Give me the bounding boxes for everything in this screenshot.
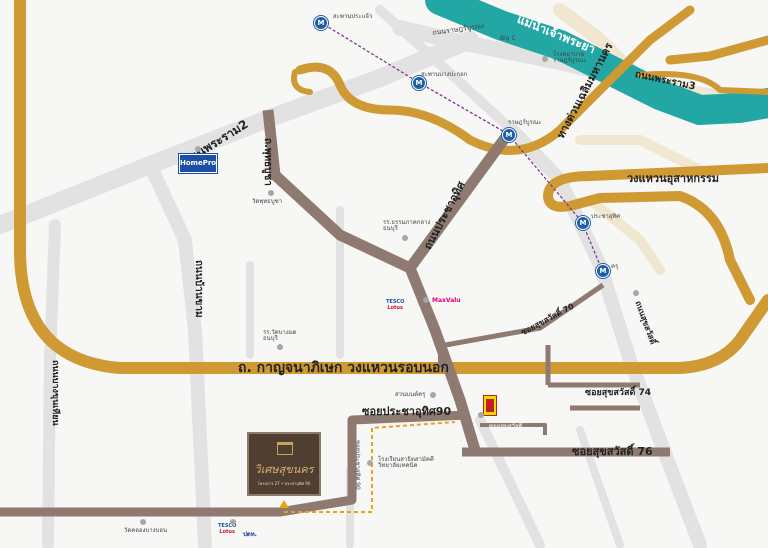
soi-label-vertical: ซอยประชาอุทิศ 90: [354, 440, 361, 490]
route-arrow-icon: [279, 500, 289, 508]
ban-kham-label: ถนนบ้านขาม: [193, 260, 204, 318]
project-location-box[interactable]: วิเศษสุขนคร โครงการ 27 • ประชาอุทิศ 90: [247, 432, 321, 496]
building-icon: [277, 442, 293, 455]
minor-road-d: [475, 415, 545, 548]
mrt-station-5-label: ครุ: [611, 263, 619, 270]
route-to-project: [284, 421, 456, 513]
homepro-dot: [195, 146, 201, 152]
mrt-station-1[interactable]: M: [314, 16, 328, 30]
soi-suksawat-74-road: [545, 345, 640, 411]
ban-kham-road: [143, 158, 212, 548]
mrt-station-2[interactable]: M: [412, 76, 426, 90]
hospital-label: โรงพยาบาล ราษฎร์บูรณะ: [553, 51, 587, 64]
mrt-station-4-label: ประชาอุทิศ: [591, 213, 621, 220]
school4-dot: [367, 460, 373, 466]
mrt-station-1-label: สะพานประแจ้ว: [333, 13, 373, 20]
seven-eleven-logo[interactable]: 7: [483, 395, 497, 416]
outer-ring-road: [14, 0, 768, 374]
phutthabucha-label: ถ.พุทธบูชา: [262, 138, 273, 186]
school4-label: โรงเรียนสาธิตสามัคคี วิทยาลัยเทคนิค: [378, 456, 434, 469]
maxvalu-logo[interactable]: MaxValu: [432, 297, 461, 304]
soi-suksawat-74-label: ซอยสุขสวัสดิ์ 74: [585, 388, 651, 398]
soi-suksawat-76-label: ซอยสุขสวัสดิ์ 76: [572, 445, 653, 458]
soi-pracha-uthit-90-label: ซอยประชาอุทิศ90: [362, 405, 452, 418]
project-subtitle: โครงการ 27 • ประชาอุทิศ 90: [257, 481, 311, 486]
soi-pracha-uthit-90-road: [0, 410, 469, 517]
ptt-logo[interactable]: ปตท.: [243, 531, 257, 538]
tesco-dot: [423, 297, 429, 303]
expressway-ramp: [291, 69, 313, 95]
wat-klong-dot: [140, 519, 146, 525]
mrt-station-5[interactable]: M: [596, 264, 610, 278]
suksawat-road: [503, 121, 707, 548]
mrt-station-3-label: ราษฎร์บูรณะ: [508, 119, 542, 126]
phutthabucha-road: [262, 109, 413, 273]
wat-dot: [268, 190, 274, 196]
industrial-ring-label: วงแหวนอุสาหกรรม: [627, 172, 720, 185]
tesco-2-dot: [230, 519, 236, 525]
mrt-station-3[interactable]: M: [502, 128, 516, 142]
mrt-purple-line: [319, 21, 603, 271]
minor-road-c: [375, 5, 515, 133]
homepro-logo[interactable]: HomePro: [179, 154, 217, 173]
soi-small-road: [480, 423, 547, 435]
chao-phraya-river: [425, 0, 768, 126]
suksawat-dot: [633, 290, 639, 296]
rama3-road: [665, 35, 768, 65]
park-dot: [430, 392, 436, 398]
wat-klong-label: วัดคลองบางบอน: [124, 527, 168, 534]
expressway-road: [295, 5, 695, 155]
upper-road: [637, 71, 768, 95]
soi-small-label: ซอยสุขสวัสดิ์: [489, 423, 523, 430]
school1-dot: [402, 235, 408, 241]
mrt-station-4[interactable]: M: [576, 216, 590, 230]
industrial-ring-road: [543, 163, 768, 305]
bang-khun-thian-label: ถนนบางขุนเทียน: [50, 360, 60, 426]
beige-road-c: [585, 195, 665, 275]
seven-dot: [478, 412, 484, 418]
park-label: สวนมนต์ครุ: [395, 391, 426, 398]
mrt-station-2-label: สะพานบางปะกอก: [421, 71, 468, 78]
outer-ring-label: ถ. กาญจนาภิเษก วงแหวนรอบนอก: [238, 360, 449, 376]
wat-label: วัดพุทธบูชา: [252, 198, 283, 205]
school1-label: รร.ธรรมภาคกลาง ธนบุรี: [383, 219, 431, 232]
soi-suksawat-70-road: [439, 282, 605, 349]
school2-dot: [277, 344, 283, 350]
project-name: วิเศษสุขนคร: [254, 463, 314, 476]
beige-road-b: [575, 135, 705, 175]
big-c-label: Big C: [500, 35, 516, 42]
bang-khun-thian-road: [42, 219, 61, 548]
hospital-dot: [542, 56, 548, 62]
school2-label: รร.วัดบางมด ธนบุรี: [263, 329, 297, 342]
